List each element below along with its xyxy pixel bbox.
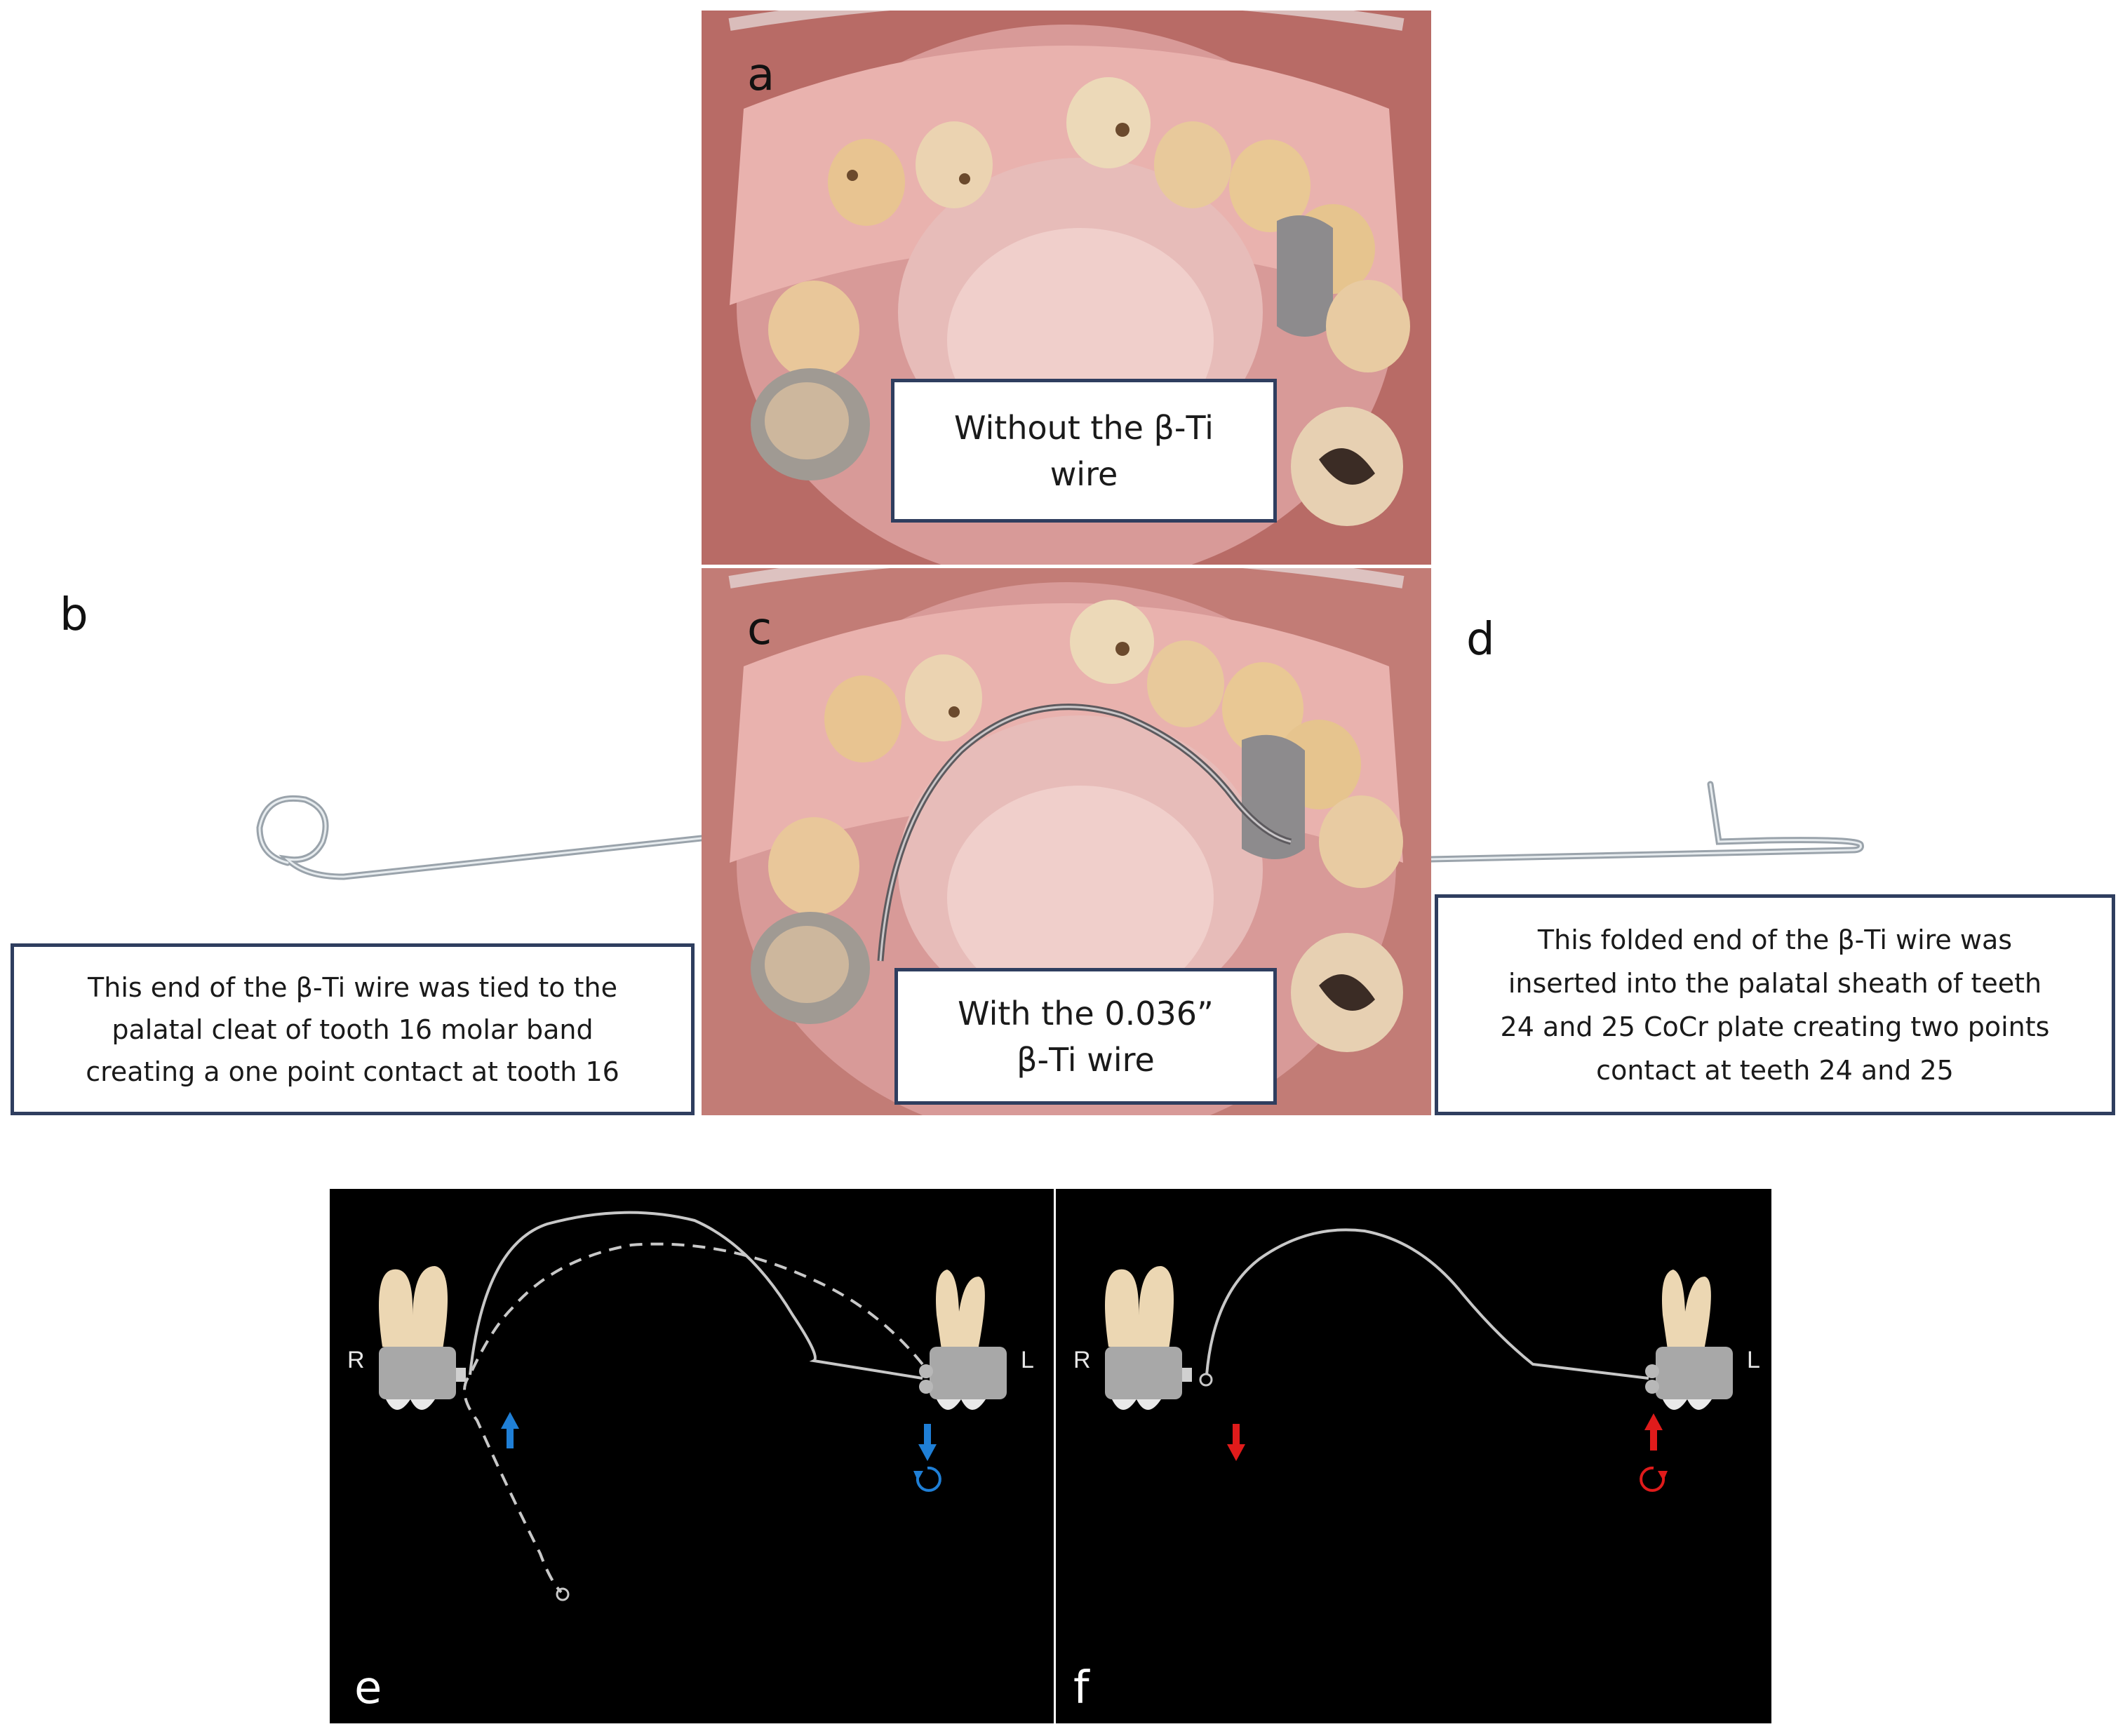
passive-wire-dashed	[463, 1242, 924, 1594]
caption-panel-a: Without the β-Ti wire	[891, 379, 1277, 523]
caption-panel-c: With the 0.036” β-Ti wire	[894, 968, 1277, 1105]
side-label-l: L	[1021, 1347, 1034, 1373]
caption-panel-d-text: This folded end of the β-Ti wire was ins…	[1500, 924, 2050, 1086]
side-label-r: R	[1073, 1347, 1091, 1373]
panel-letter-d: d	[1466, 614, 1495, 666]
left-molar-icon	[919, 1270, 1007, 1410]
side-label-l: L	[1747, 1347, 1760, 1373]
force-arrow-up-left-molar	[1644, 1413, 1663, 1451]
caption-panel-c-text: With the 0.036” β-Ti wire	[958, 994, 1214, 1079]
right-molar-icon	[379, 1266, 466, 1410]
right-molar-icon	[1105, 1266, 1192, 1410]
caption-panel-b-text: This end of the β-Ti wire was tied to th…	[86, 971, 619, 1087]
panel-letter-a: a	[747, 49, 775, 101]
schematic-panel-e: R L	[330, 1189, 1054, 1723]
rotation-arrow-left-molar	[1640, 1466, 1668, 1492]
panel-letter-f: f	[1073, 1662, 1090, 1714]
caption-panel-a-text: Without the β-Ti wire	[954, 408, 1214, 493]
wire-folded-end-photo	[1431, 781, 1864, 863]
left-molar-icon	[1645, 1270, 1733, 1410]
caption-panel-d: This folded end of the β-Ti wire was ins…	[1435, 894, 2115, 1115]
force-arrow-up-right-molar	[501, 1412, 519, 1448]
wire-loop-end-photo	[256, 795, 702, 880]
force-arrow-down-left-molar	[918, 1424, 937, 1461]
activated-wire	[469, 1211, 923, 1380]
force-arrow-down-right-molar	[1227, 1424, 1245, 1461]
panel-letter-b: b	[60, 589, 88, 641]
rotation-arrow-left-molar	[913, 1466, 941, 1492]
panel-letter-e: e	[354, 1662, 382, 1714]
side-label-r: R	[347, 1347, 365, 1373]
caption-panel-b: This end of the β-Ti wire was tied to th…	[11, 943, 695, 1115]
panel-letter-c: c	[747, 603, 772, 655]
schematic-panel-f: R L	[1056, 1189, 1771, 1723]
inserted-wire	[1205, 1228, 1649, 1380]
